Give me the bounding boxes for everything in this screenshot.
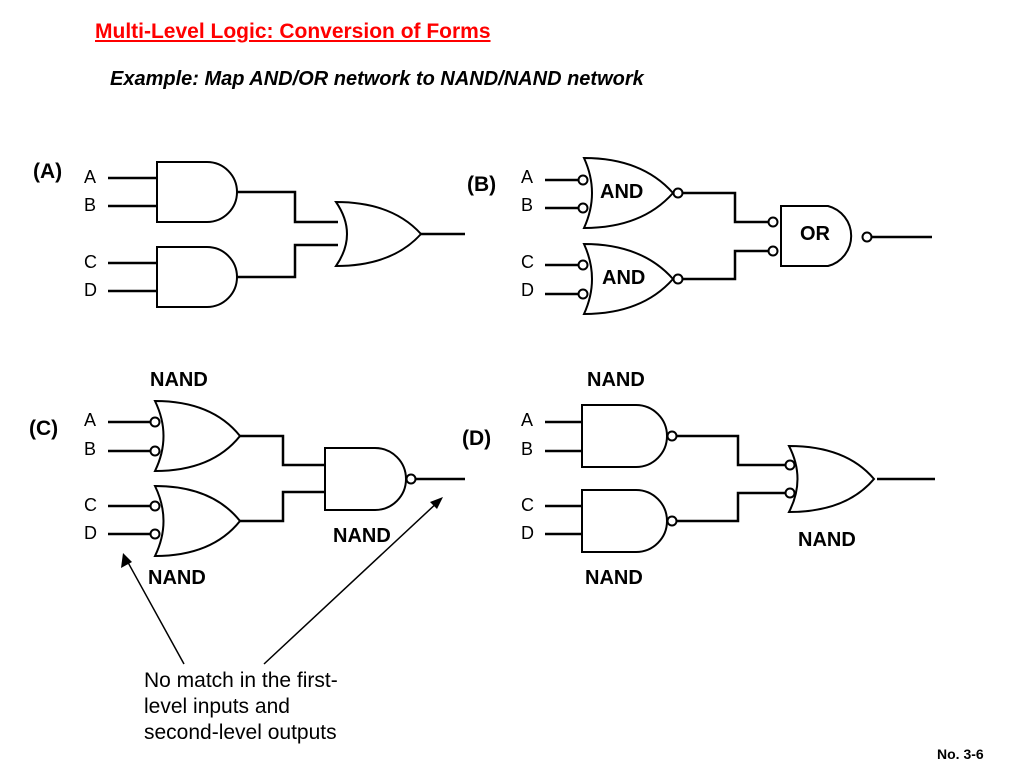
panel-a-label: (A) [33,160,63,183]
panel-d-circuit [545,404,935,553]
slide-title: Multi-Level Logic: Conversion of Forms [95,20,491,43]
and-gate [581,489,668,553]
inversion-bubble [666,515,678,527]
panel-b-circuit [545,156,932,316]
and-gate [581,404,668,468]
or-gate [582,156,675,230]
gate-label-nand-top: NAND [150,369,208,391]
or-gate [334,200,423,268]
gate-label-nand-output: NAND [333,525,391,547]
input-label-d: D [521,280,534,300]
input-label-a: A [521,167,534,187]
or-gate [787,444,876,514]
input-label-c: C [521,252,534,272]
and-gate [156,161,238,223]
panel-a-circuit [108,161,465,308]
slide-subtitle: Example: Map AND/OR network to NAND/NAND… [110,68,644,90]
input-label-a: A [84,167,97,187]
input-label-c: C [84,495,97,515]
and-gate [156,246,238,308]
inversion-bubble [784,459,796,471]
input-label-b: B [84,195,97,215]
inversion-bubble [577,174,589,186]
and-gate [780,205,853,267]
gate-label-or: OR [800,223,830,245]
input-label-c: C [84,252,97,272]
input-label-b: B [521,439,534,459]
panel-d-label: (D) [462,427,492,450]
inversion-bubble [149,445,161,457]
input-label-d: D [84,280,97,300]
gate-label-nand-top: NAND [587,369,645,391]
inversion-bubble [149,416,161,428]
gate-label-nand-output: NAND [798,529,856,551]
inversion-bubble [149,528,161,540]
inversion-bubble [577,288,589,300]
and-gate [324,447,407,511]
inversion-bubble [405,473,417,485]
panel-b-label: (B) [467,173,497,196]
page-number: No. 3-6 [937,746,984,762]
annotation-line: No match in the first- [144,669,338,692]
inversion-bubble [784,487,796,499]
arrowhead [121,553,132,568]
gate-label-nand-bottom: NAND [148,567,206,589]
inversion-bubble [767,216,779,228]
inversion-bubble [577,259,589,271]
gate-label-and-top: AND [600,181,644,203]
input-label-b: B [521,195,534,215]
annotation-note: No match in the first- level inputs and … [144,668,404,746]
inversion-bubble [672,273,684,285]
inversion-bubble [149,500,161,512]
input-label-a: A [84,410,97,430]
or-gate [153,484,242,558]
annotation-arrows [121,497,443,665]
inversion-bubble [767,245,779,257]
panel-c-label: (C) [29,417,59,440]
inversion-bubble [666,430,678,442]
input-label-d: D [521,523,534,543]
or-gate [582,242,675,316]
arrowhead [430,497,443,509]
annotation-line: level inputs and [144,695,290,718]
gate-label-nand-bottom: NAND [585,567,643,589]
annotation-line: second-level outputs [144,721,337,744]
input-label-c: C [521,495,534,515]
inversion-bubble [577,202,589,214]
panel-c-circuit [108,399,465,558]
input-label-a: A [521,410,534,430]
inversion-bubble [861,231,873,243]
inversion-bubble [672,187,684,199]
or-gate [153,399,242,473]
gate-label-and-bottom: AND [602,267,646,289]
input-label-b: B [84,439,97,459]
input-label-d: D [84,523,97,543]
